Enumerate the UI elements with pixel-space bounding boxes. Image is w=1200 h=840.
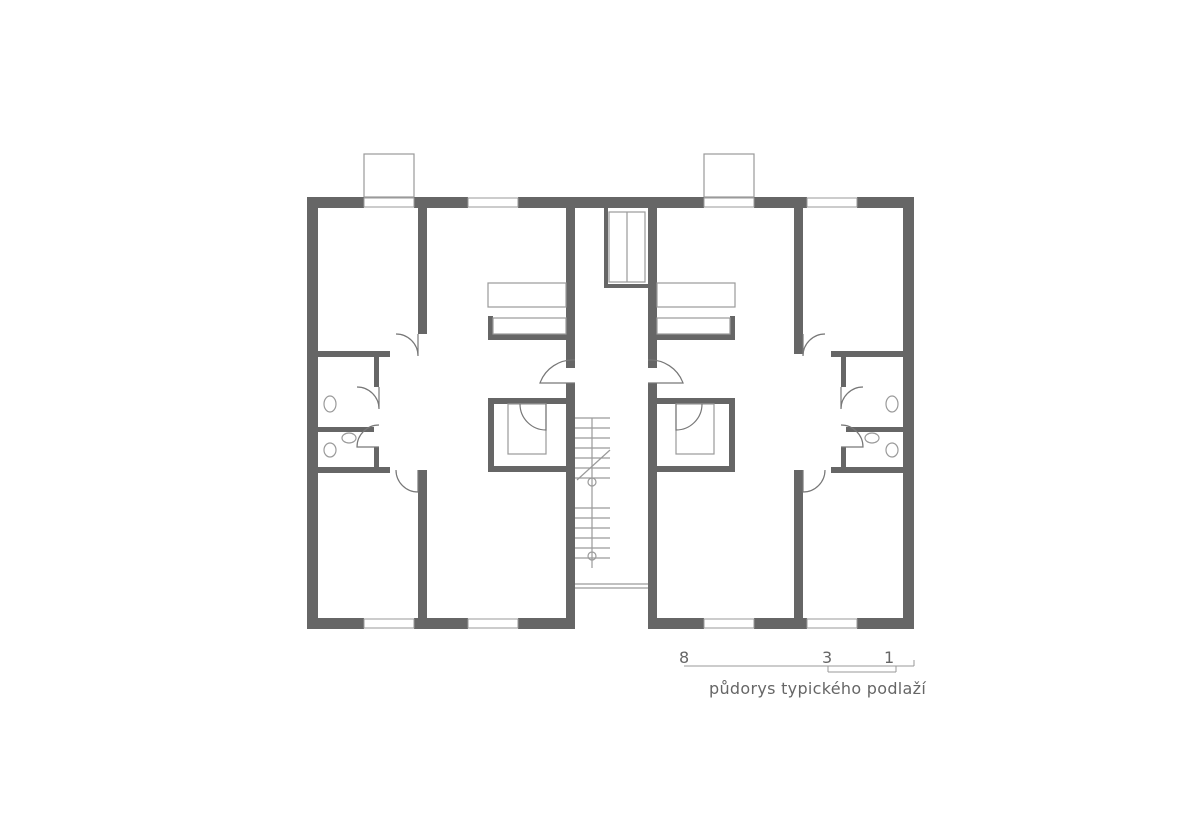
scale-label-8: 8 bbox=[679, 648, 690, 667]
scale-label-1: 1 bbox=[884, 648, 895, 667]
scale-bar bbox=[684, 660, 915, 673]
left-bay-projection bbox=[363, 153, 415, 198]
staircase bbox=[575, 417, 611, 568]
windows bbox=[363, 197, 858, 629]
fixtures bbox=[323, 211, 899, 589]
interior-walls bbox=[318, 208, 903, 629]
scale-label-3: 3 bbox=[822, 648, 833, 667]
plan-caption: půdorys typického podlaží bbox=[709, 679, 927, 698]
door-swings bbox=[356, 333, 864, 493]
exterior-walls bbox=[307, 197, 914, 629]
right-bay-projection bbox=[703, 153, 755, 198]
